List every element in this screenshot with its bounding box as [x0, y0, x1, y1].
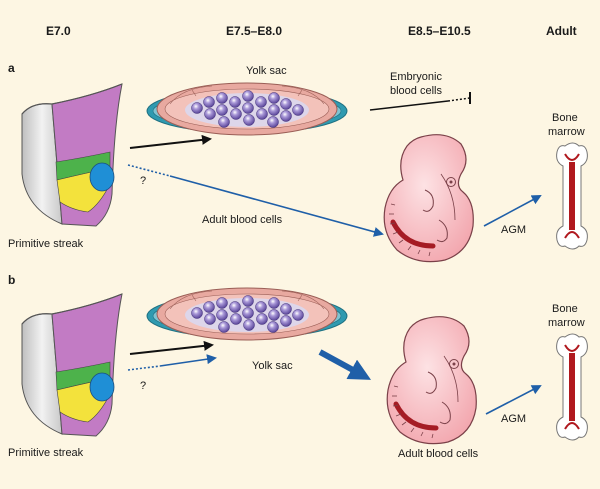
- embryonic-label-line1: Embryonic: [390, 71, 442, 83]
- dotted-arrow-start: [127, 365, 161, 371]
- yolk-sac-label: Yolk sac: [246, 65, 287, 77]
- stage-header-e7: E7.0: [46, 24, 71, 38]
- arrow-icon: [129, 340, 214, 355]
- panel-a-letter: a: [8, 61, 15, 75]
- primitive-streak-label: Primitive streak: [8, 238, 84, 250]
- panel-b-letter: b: [8, 273, 15, 287]
- agm-label: AGM: [501, 224, 526, 236]
- bone-marrow-label-line1: Bone: [552, 303, 578, 315]
- panel-b: b Primitive streak Yolk sac ? Adult bloo…: [8, 273, 589, 460]
- embryonic-dots: [447, 97, 471, 102]
- adult-blood-cells-label: Adult blood cells: [202, 214, 283, 226]
- embryo-icon: [384, 135, 473, 262]
- arrow-icon: [485, 385, 542, 415]
- adult-blood-cells-label: Adult blood cells: [398, 448, 479, 460]
- agm-label: AGM: [501, 413, 526, 425]
- primitive-streak-icon: [21, 293, 123, 437]
- bone-icon: [555, 333, 589, 441]
- embryonic-label-line2: blood cells: [390, 85, 442, 97]
- bone-marrow-label-line2: marrow: [548, 317, 585, 329]
- stage-header-adult: Adult: [546, 24, 577, 38]
- arrow-icon: [129, 134, 212, 149]
- embryo-icon: [387, 317, 476, 444]
- bone-marrow-label-line2: marrow: [548, 126, 585, 138]
- arrow-icon: [318, 349, 372, 380]
- stage-header-e75-e80: E7.5–E8.0: [226, 24, 282, 38]
- panel-a: a Primitive streak Yolk sac Embryonic bl…: [8, 61, 589, 262]
- bone-marrow-label-line1: Bone: [552, 112, 578, 124]
- embryonic-line: [369, 100, 449, 111]
- question-mark: ?: [140, 380, 146, 392]
- yolk-sac-icon: [146, 287, 348, 341]
- arrow-icon: [483, 195, 542, 227]
- primitive-streak-icon: [21, 83, 123, 227]
- arrow-icon: [169, 175, 384, 237]
- yolk-sac-label: Yolk sac: [252, 360, 293, 372]
- question-mark: ?: [140, 175, 146, 187]
- bone-icon: [555, 142, 589, 250]
- stage-header-e85-e105: E8.5–E10.5: [408, 24, 471, 38]
- arrow-icon: [159, 354, 217, 367]
- dotted-arrow-start: [127, 164, 171, 177]
- yolk-sac-icon: [146, 82, 348, 136]
- primitive-streak-label: Primitive streak: [8, 447, 84, 459]
